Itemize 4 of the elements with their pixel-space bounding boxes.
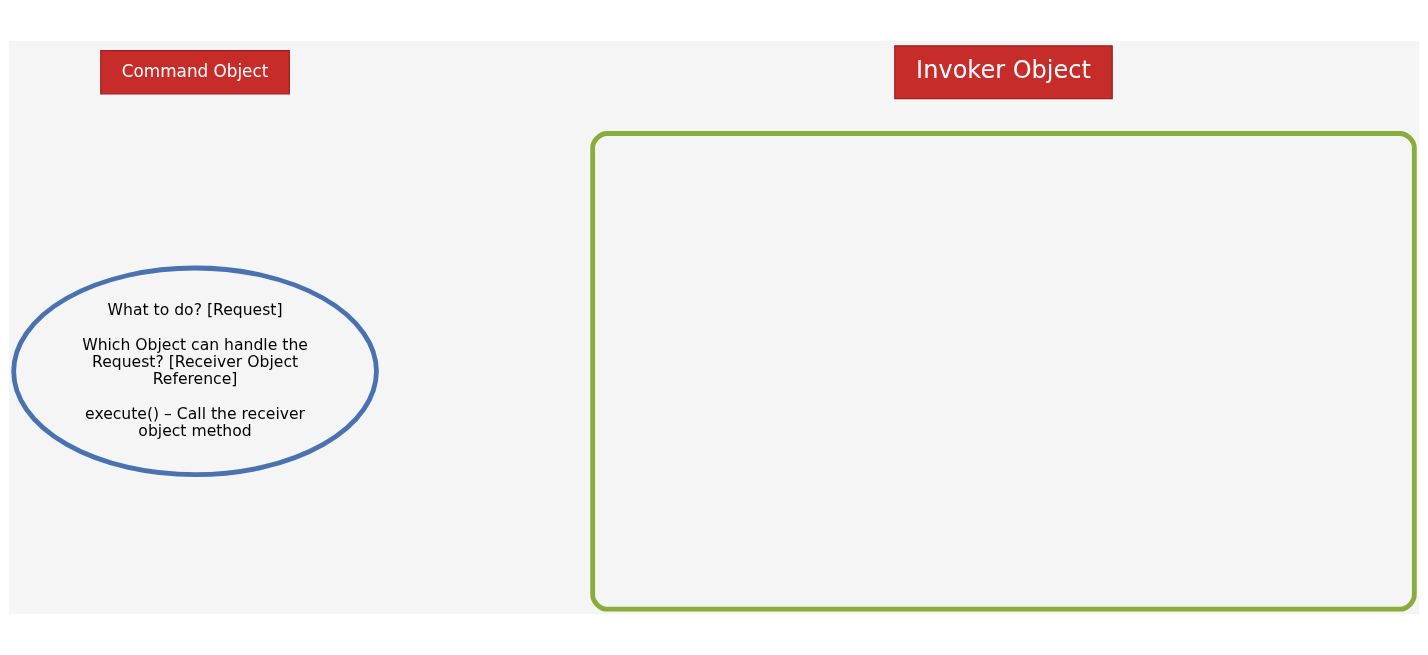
node-ellipse: What to do? [Request] Which Object can handle the Request? [Receiver Object Reference] execute() – Call the receiver object method: [11, 265, 379, 478]
node-box: Command Object: [100, 50, 290, 95]
node-box: [590, 131, 1417, 612]
node-box: Invoker Object: [894, 45, 1113, 100]
